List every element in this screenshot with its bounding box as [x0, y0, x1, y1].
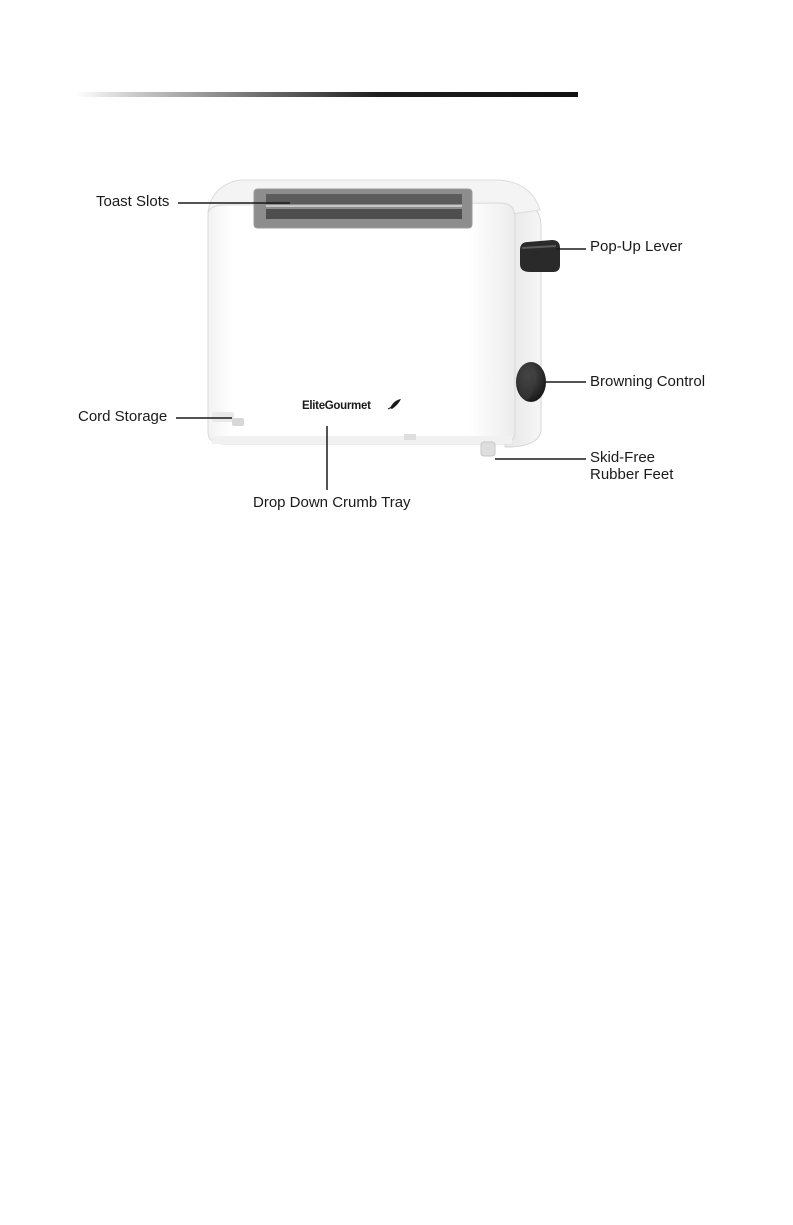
- callout-cord-storage: Cord Storage: [78, 408, 167, 425]
- callout-pop-up-lever: Pop-Up Lever: [590, 238, 683, 255]
- toaster-figure: Toast Slots Pop-Up Lever Browning Contro…: [0, 0, 793, 560]
- callout-skid-free-line1: Skid-Free: [590, 449, 673, 466]
- toaster-illustration: [0, 0, 793, 560]
- pop-up-lever: [520, 240, 560, 272]
- callout-toast-slots: Toast Slots: [96, 193, 169, 210]
- callout-skid-free-line2: Rubber Feet: [590, 466, 673, 483]
- callout-browning-control: Browning Control: [590, 373, 705, 390]
- toast-slots: [254, 189, 472, 228]
- callout-drop-down-crumb-tray: Drop Down Crumb Tray: [253, 494, 411, 511]
- svg-text:EliteGourmet: EliteGourmet: [302, 400, 371, 412]
- elite-gourmet-logo: EliteGourmet: [302, 396, 406, 414]
- callout-skid-free-rubber-feet: Skid-Free Rubber Feet: [590, 449, 673, 483]
- browning-control-knob: [516, 362, 546, 402]
